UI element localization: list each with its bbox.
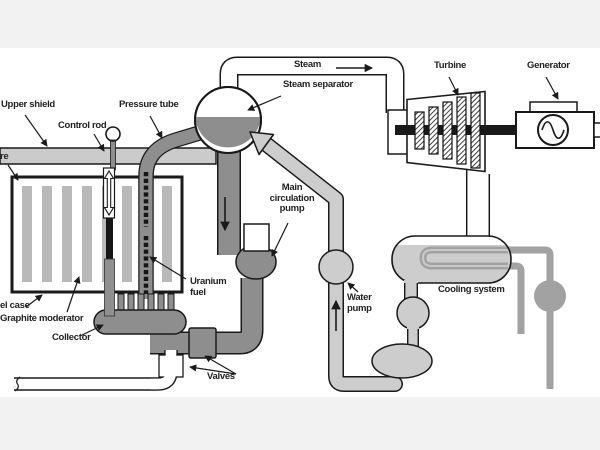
condensate-vessels [371,280,433,379]
generator-shape [515,101,600,149]
label-water-pump: Water pump [347,292,372,314]
label-cooling-system: Cooling system [438,284,505,295]
flow-arrows [220,63,374,331]
feedwater-pipe [249,131,403,392]
label-steam: Steam [294,59,322,70]
sine-wave-icon [541,120,565,140]
cooling-pump-shape [534,280,566,312]
control-rod-shape [102,126,121,317]
label-turbine: Turbine [434,60,467,71]
turbine-blades [414,92,481,169]
label-steam-separator: Steam separator [283,79,353,90]
reactor-core [10,175,184,294]
pipe-break-mark [14,376,21,392]
label-control-rod: Control rod [58,120,107,131]
label-upper-shield: Upper shield [1,99,55,110]
up-down-arrow-icon [103,169,115,217]
label-arrows [7,76,559,375]
main-circulation-pump-shape [235,223,277,280]
steam-separator-shape [194,86,262,154]
turbine-shape [395,90,518,173]
dark-valve-shape [188,327,217,359]
steam-pipe [219,56,405,113]
upper-shield-shape [0,147,217,165]
cooling-system-tank [391,235,512,284]
label-core-cropped: re [0,151,9,162]
drain-pipe [14,350,184,392]
label-main-circulation-pump: Main circulation pump [269,182,315,214]
label-collector: Collector [52,332,91,343]
label-uranium-fuel: Uranium fuel [190,276,227,298]
flow-arrow-to-separator [249,131,275,156]
label-pressure-tube: Pressure tube [119,99,179,110]
label-steel-case-cropped: el case [0,300,30,311]
cooling-water-pipes [506,246,554,389]
label-graphite-moderator: Graphite moderator [0,313,84,324]
water-pump-shape [318,249,354,285]
label-valves: Valves [207,371,235,382]
control-rod-handle [105,126,121,142]
turbine-exhaust-duct [465,168,491,236]
label-generator: Generator [527,60,570,71]
